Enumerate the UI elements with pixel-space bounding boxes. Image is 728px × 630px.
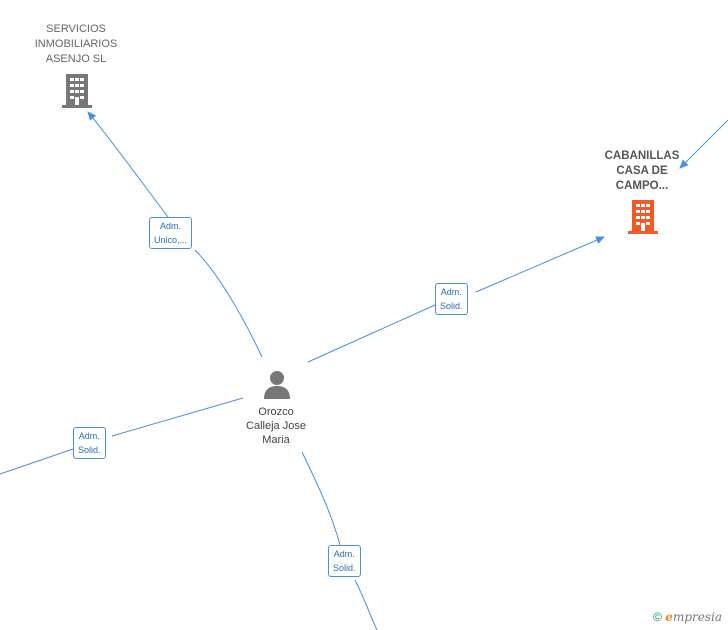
person-name-line: Calleja Jose [246, 420, 306, 432]
company-name-line: CAMPO... [615, 180, 669, 192]
edge-incoming-cabanillas [679, 119, 728, 169]
building-icon[interactable] [628, 200, 658, 234]
role-line: Unico,... [154, 235, 188, 245]
person-name-line: Maria [262, 434, 290, 446]
role-line: Adm. [440, 287, 462, 297]
edge-role-label[interactable]: Adm. Solid. [73, 427, 106, 459]
brand-logo: empresia [665, 610, 722, 624]
role-line: Adm. [333, 549, 355, 559]
building-icon[interactable] [62, 74, 92, 108]
company-name-line: SERVICIOS [46, 23, 106, 35]
edge-person-to-bottom [301, 451, 378, 630]
edge-role-label[interactable]: Adm. Solid. [435, 283, 468, 315]
edge-role-label[interactable]: Adm. Unico,... [149, 217, 193, 249]
role-line: Adm. [160, 221, 182, 231]
company-name-line: INMOBILIARIOS [34, 38, 118, 50]
company-name-line: CASA DE [616, 165, 668, 177]
edge-person-to-left [0, 397, 244, 475]
person-icon[interactable] [262, 369, 292, 399]
role-line: Solid. [440, 301, 463, 311]
person-name-line: Orozco [258, 406, 294, 418]
company-name-line: ASENJO SL [45, 53, 107, 65]
person-node-label[interactable]: Orozco Calleja Jose Maria [228, 405, 324, 447]
edge-person-to-cabanillas [307, 237, 604, 363]
role-line: Solid. [333, 563, 356, 573]
role-line: Solid. [78, 445, 101, 455]
edge-person-to-servicios [88, 112, 263, 358]
edge-role-label[interactable]: Adm. Solid. [328, 545, 361, 577]
company-node-label[interactable]: CABANILLAS CASA DE CAMPO... [592, 149, 692, 194]
role-line: Adm. [78, 431, 100, 441]
empresia-watermark: © empresia [653, 610, 722, 624]
copyright-icon: © [653, 610, 662, 624]
company-name-line: CABANILLAS [604, 150, 680, 162]
company-node-label[interactable]: SERVICIOS INMOBILIARIOS ASENJO SL [20, 22, 132, 67]
